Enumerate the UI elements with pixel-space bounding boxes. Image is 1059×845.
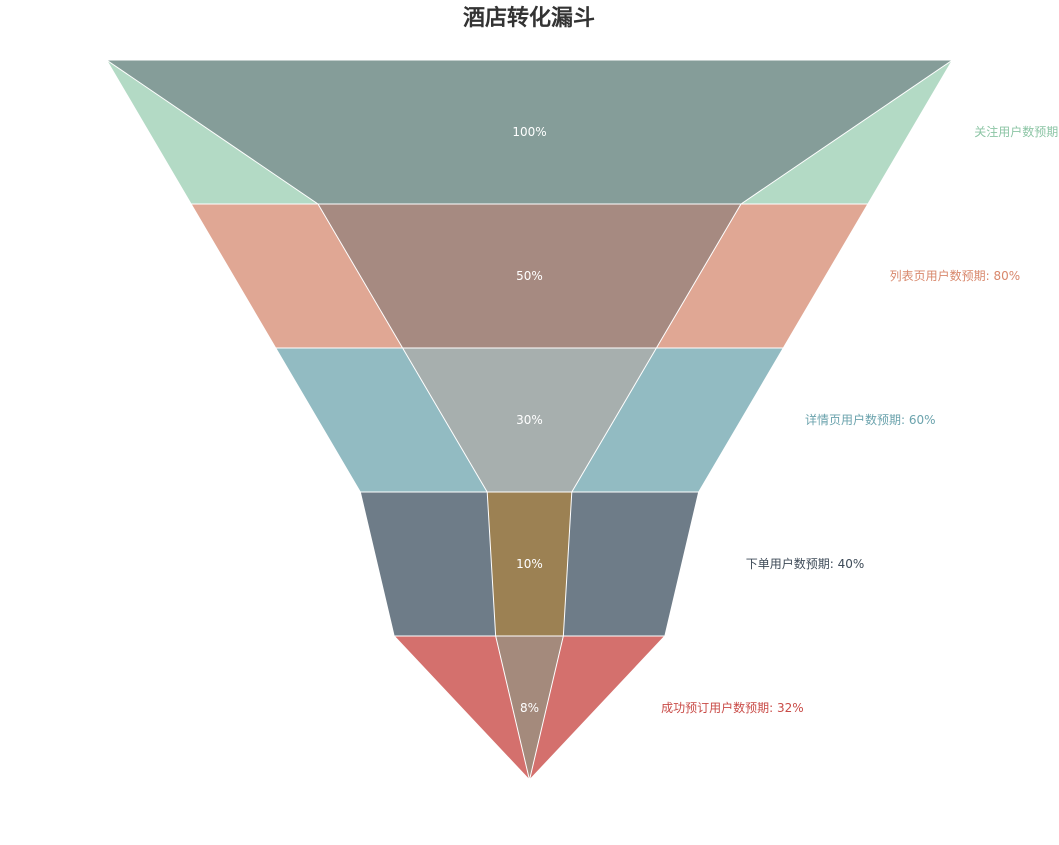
chart-title: 酒店转化漏斗 <box>463 5 595 31</box>
labels: 关注用户数预期: 100% 列表页用户数预期: 80% 详情页用户数预期: 60% 下… <box>512 124 1059 715</box>
actual-label: 50% <box>516 269 543 283</box>
expected-label: 成功预订用户数预期: 32% <box>661 700 804 715</box>
actual-label: 8% <box>520 701 539 715</box>
actual-funnel-segment <box>495 635 564 781</box>
actual-label: 30% <box>516 413 543 427</box>
expected-label: 列表页用户数预期: 80% <box>890 268 1021 283</box>
expected-label: 详情页用户数预期: 60% <box>805 412 936 427</box>
actual-series <box>104 59 955 781</box>
actual-label: 100% <box>512 125 546 139</box>
actual-label: 10% <box>516 557 543 571</box>
expected-label: 下单用户数预期: 40% <box>746 556 865 571</box>
expected-label: 关注用户数预期: 100% <box>974 124 1059 139</box>
